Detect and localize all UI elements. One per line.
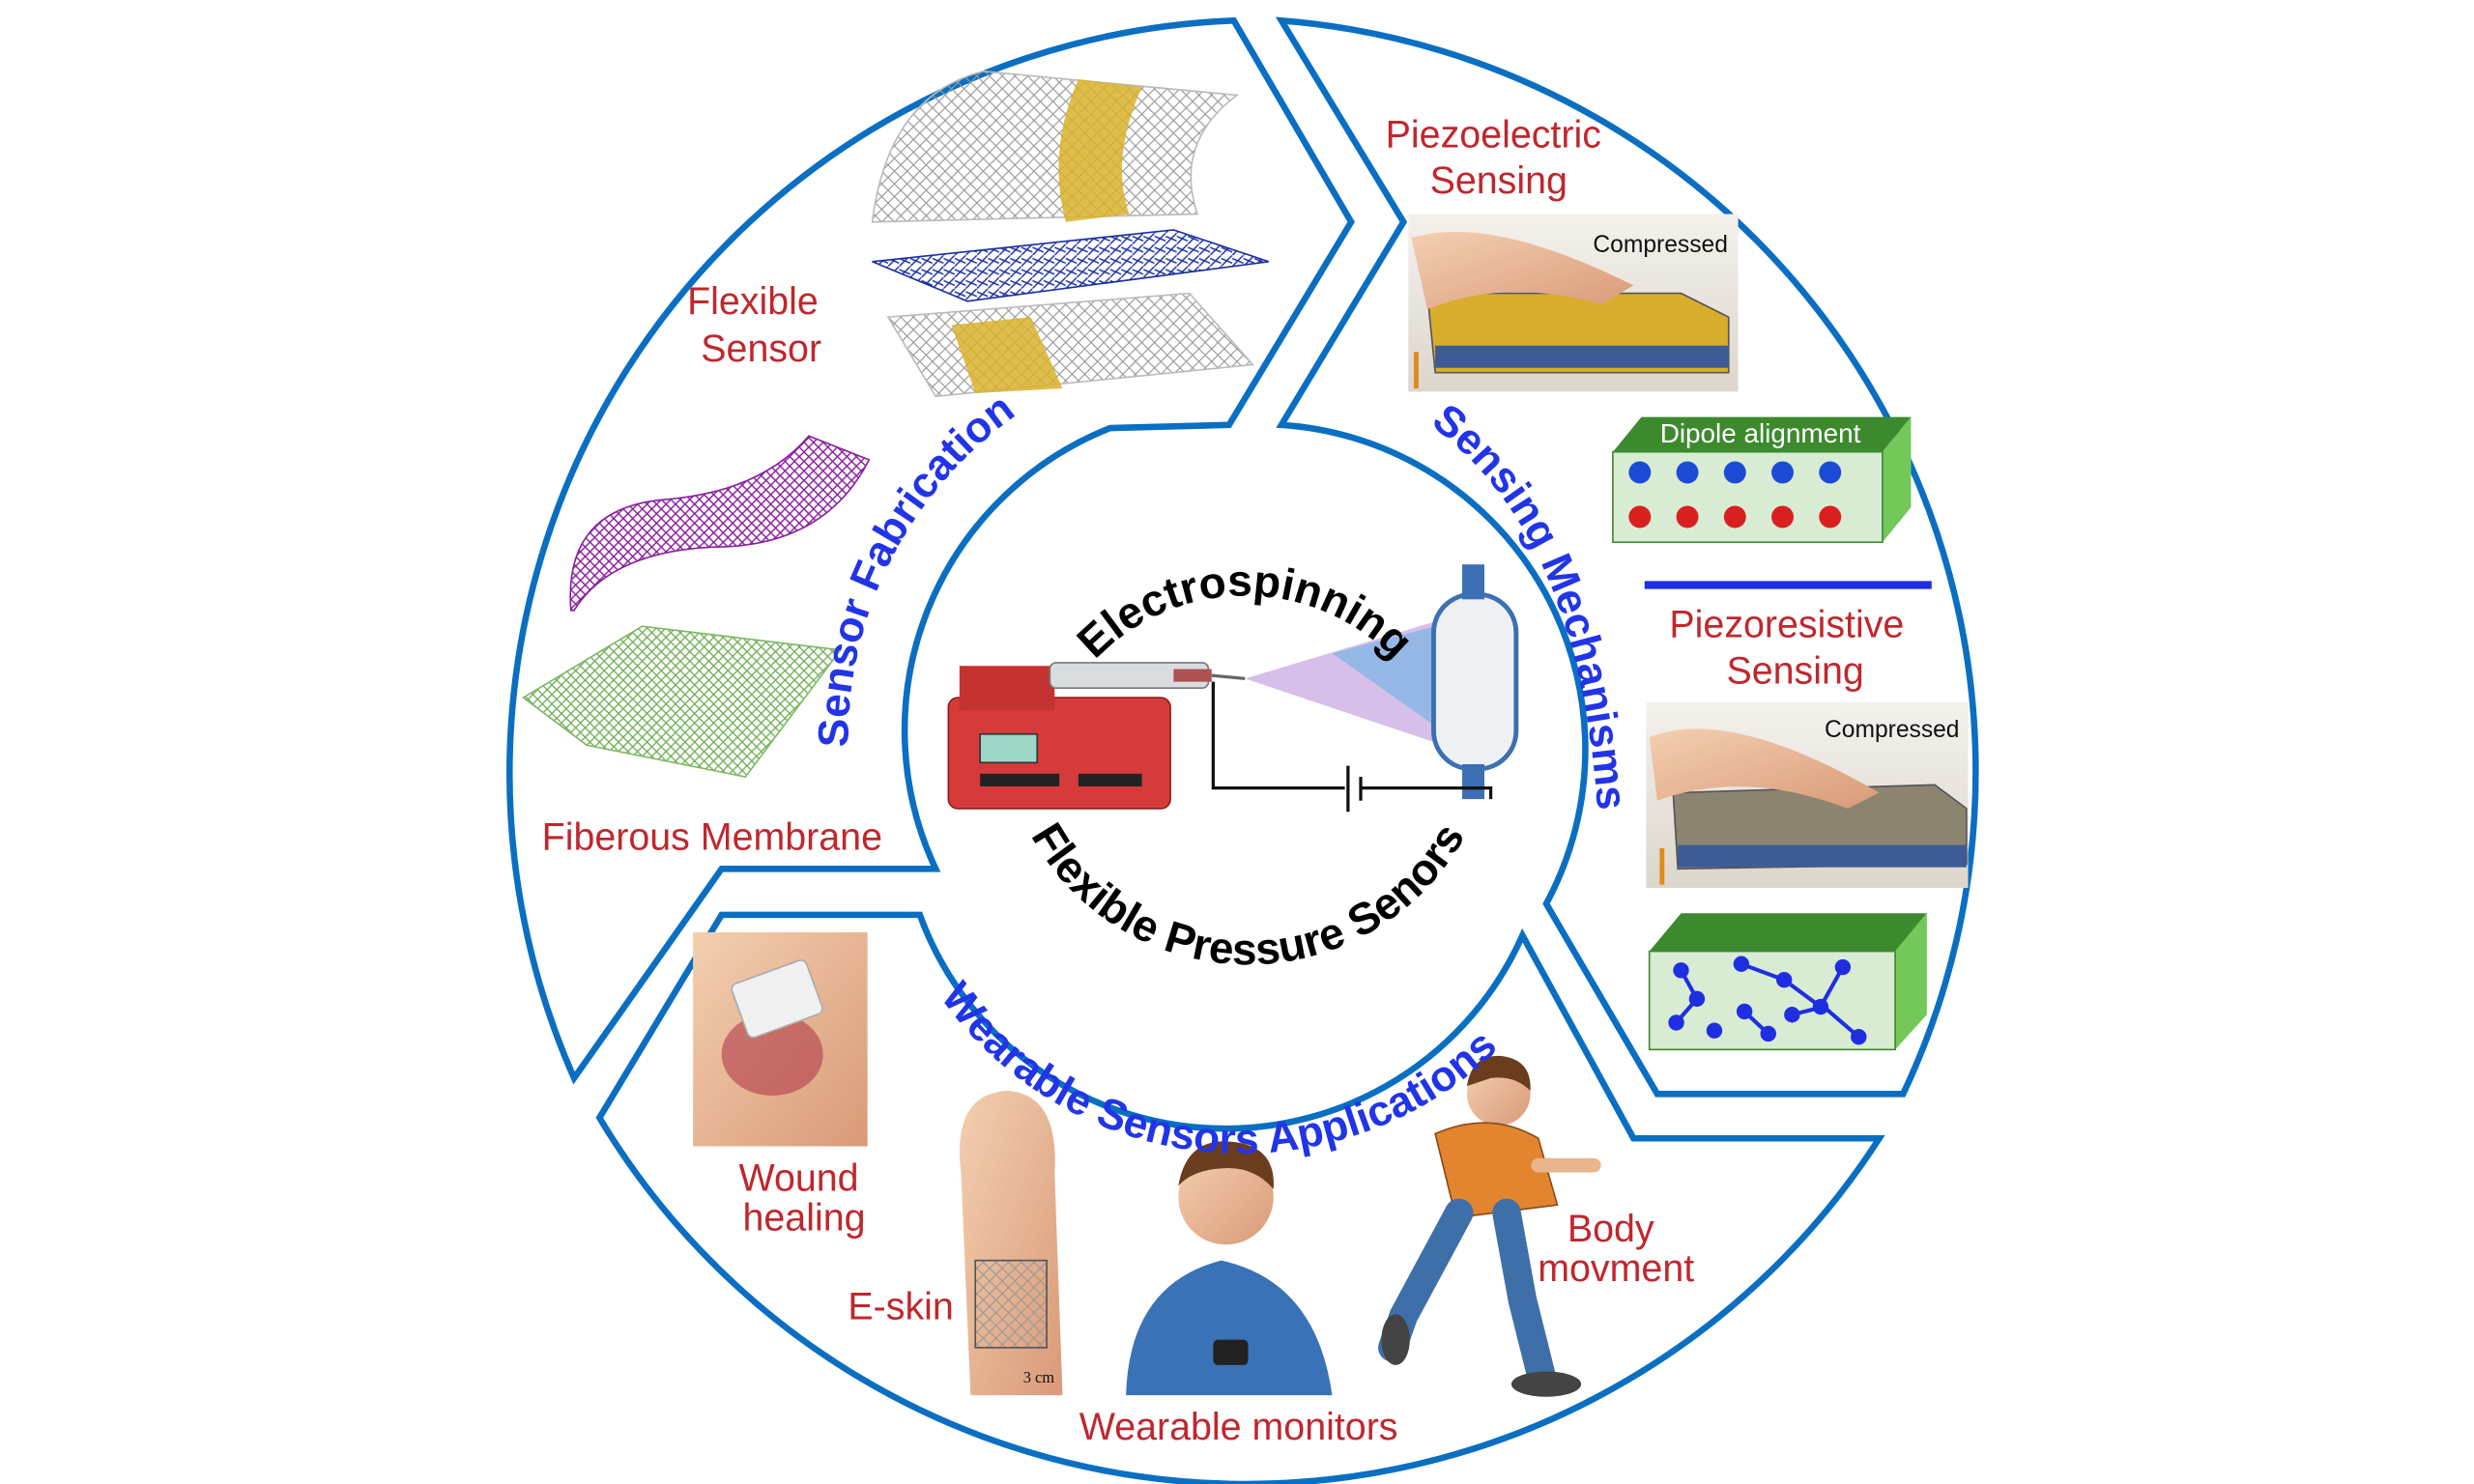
fiber-spray-tail — [1332, 626, 1441, 729]
piezoelectric-sensing-label: Piezoelectric Sensing — [1386, 114, 1612, 203]
wearable-monitor-person-illustration — [1126, 1141, 1333, 1396]
syringe-pump-illustration — [947, 662, 1246, 810]
piezoelectric-compression-illustration — [1408, 214, 1739, 392]
compressed-label-1: Compressed — [1593, 232, 1728, 258]
scale-bar-label: 3 cm — [1023, 1368, 1055, 1386]
wearable-monitors-label: Wearable monitors — [1079, 1406, 1398, 1448]
e-skin-label: E-skin — [848, 1285, 953, 1327]
fibrous-membrane-label: Fiberous Membrane — [542, 816, 882, 859]
dipole-alignment-label: Dipole alignment — [1660, 418, 1861, 448]
mechanisms-segment-outline — [1275, 16, 1979, 1098]
battery-icon — [1346, 765, 1363, 813]
flexible-pressure-sensors-title: Flexible Pressure Senors — [1022, 814, 1475, 975]
conductive-network-box — [1648, 913, 1927, 1051]
applications-segment-outline — [595, 911, 1885, 1484]
compressed-label-2: Compressed — [1825, 717, 1960, 743]
positive-charge-icons — [1628, 461, 1842, 484]
flexible-sensor-layers-illustration — [871, 71, 1270, 398]
negative-charge-icons — [1628, 505, 1842, 528]
wound-healing-illustration — [693, 931, 868, 1147]
running-person-illustration — [1378, 1055, 1601, 1397]
e-skin-forearm-illustration — [960, 1091, 1063, 1396]
rotating-collector-drum — [1431, 564, 1519, 800]
piezoresistive-compression-illustration — [1646, 701, 1969, 888]
smartwatch-icon — [1213, 1339, 1249, 1365]
body-movement-label: Body movment — [1538, 1208, 1694, 1290]
green-fibrous-mesh-illustration — [522, 625, 843, 779]
flexible-sensor-label: Flexible Sensor — [687, 280, 829, 370]
graphics-layer — [506, 16, 1979, 1484]
purple-fiber-strip-illustration — [569, 435, 871, 612]
piezoresistive-sensing-label: Piezoresistive Sensing — [1669, 604, 1914, 693]
dipole-alignment-box — [1612, 416, 1912, 544]
wound-healing-label: Wound healing — [739, 1156, 870, 1239]
high-voltage-circuit — [1211, 681, 1493, 800]
